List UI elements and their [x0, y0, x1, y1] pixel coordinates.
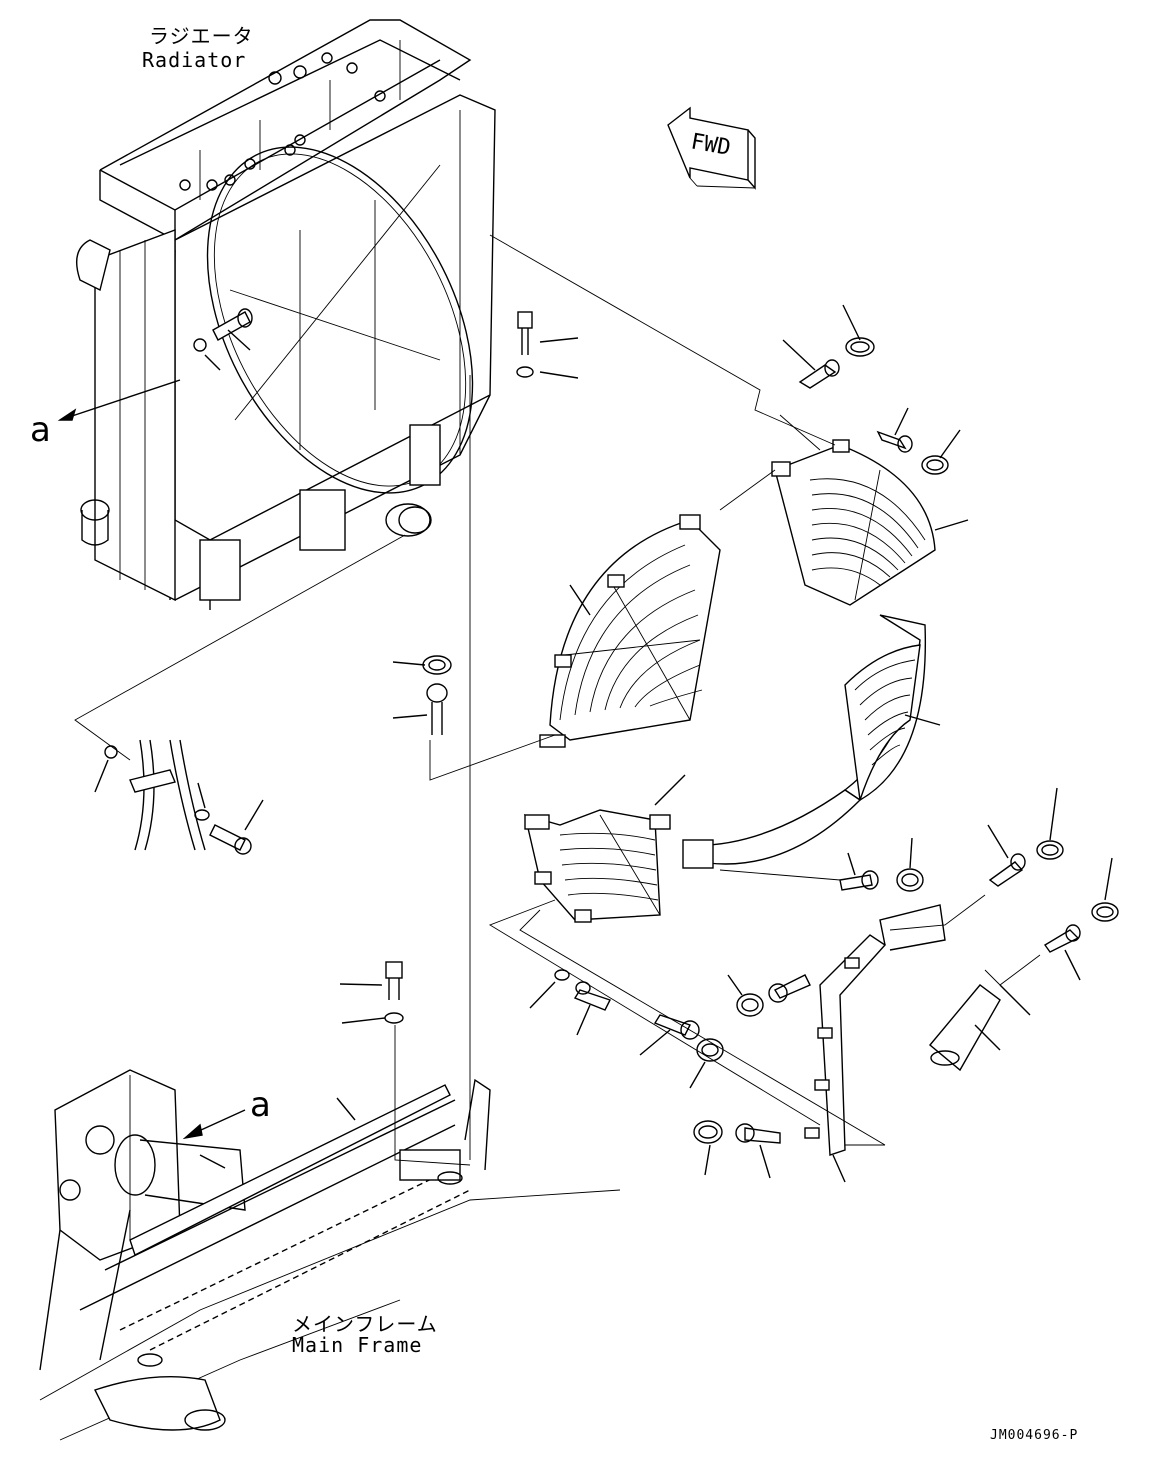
callout-a-bottom: a	[250, 1085, 272, 1125]
main-frame-label-jp: メインフレーム	[292, 1312, 438, 1336]
drawing-code: JM004696-P	[990, 1428, 1079, 1443]
radiator-label-jp: ラジエータ	[149, 24, 254, 48]
leader-lines	[39, 234, 1113, 1371]
fan-guard-upper-left	[539, 514, 721, 748]
fan-guard-lower-left	[524, 809, 671, 923]
harness	[129, 739, 206, 851]
radiator-label-en: Radiator	[142, 48, 247, 72]
main-frame-label-en: Main Frame	[292, 1333, 423, 1357]
support-bracket	[804, 904, 1001, 1156]
radiator-assembly	[76, 19, 496, 610]
fwd-arrow-icon: FWD	[667, 106, 756, 190]
callout-a-top: a	[30, 410, 52, 450]
fan-guard-lower-right	[682, 614, 927, 869]
bolts-and-washers	[104, 311, 1119, 1144]
main-frame-assembly	[39, 1069, 621, 1441]
fan-guard-upper-right	[771, 439, 936, 606]
